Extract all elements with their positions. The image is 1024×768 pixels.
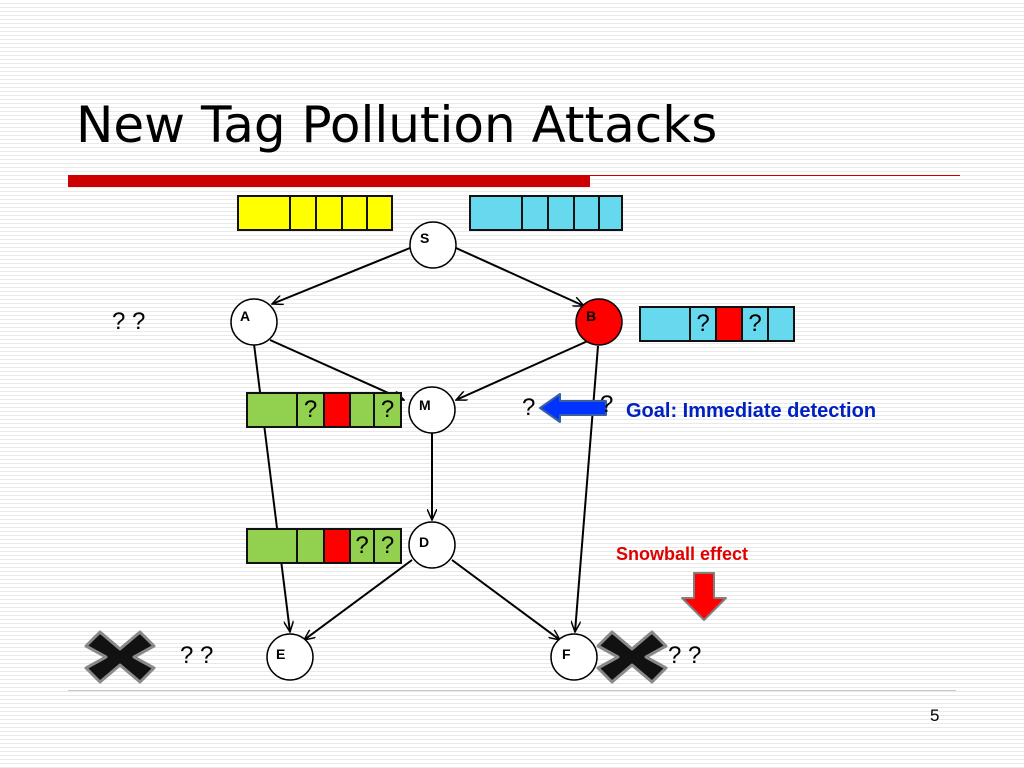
source-buffer-cyan [469, 195, 623, 231]
edge-d-e [304, 559, 413, 640]
slide-title: New Tag Pollution Attacks [76, 96, 718, 154]
node-b-buffer: ? ? [639, 306, 795, 342]
buffer-cell [291, 197, 317, 229]
node-m-unknown-right: ? [600, 391, 614, 418]
footer-divider [68, 690, 956, 691]
buffer-cell [471, 197, 523, 229]
buffer-cell-polluted [325, 394, 351, 426]
buffer-cell-polluted [717, 308, 743, 340]
buffer-cell [769, 308, 793, 340]
buffer-cell-question: ? [380, 396, 395, 423]
buffer-cell [575, 197, 600, 229]
edge-d-f [451, 559, 560, 640]
node-a [230, 298, 278, 346]
buffer-cell-question: ? [351, 530, 375, 562]
buffer-cell-question: ? [743, 308, 769, 340]
title-underline-thin [590, 175, 960, 176]
edge-group [253, 247, 599, 640]
node-d-buffer: ? ? [246, 528, 402, 564]
buffer-cell [343, 197, 368, 229]
buffer-cell [317, 197, 343, 229]
source-buffer-yellow [237, 195, 393, 231]
node-m-buffer: ? ? [246, 392, 402, 428]
page-number: 5 [930, 706, 940, 725]
buffer-cell [351, 394, 375, 426]
title-underline-thick [68, 175, 590, 187]
goal-annotation: Goal: Immediate detection [626, 400, 877, 422]
node-e [266, 633, 314, 681]
node-b [575, 298, 623, 346]
buffer-cell [368, 197, 391, 229]
buffer-cell [248, 530, 298, 562]
edge-b-m [456, 339, 591, 401]
node-label-a: A [240, 308, 251, 324]
buffer-cell [549, 197, 575, 229]
node-label-f: F [562, 646, 571, 662]
buffer-cell-question: ? [298, 394, 325, 426]
buffer-cell [298, 530, 325, 562]
buffer-cell [600, 197, 621, 229]
node-m-unknown-left: ? [522, 394, 536, 421]
down-arrow-icon [681, 572, 727, 621]
buffer-cell [239, 197, 291, 229]
node-m [408, 386, 456, 434]
edge-a-m [269, 339, 404, 401]
node-f [550, 633, 598, 681]
node-a-unknown: ? ? [112, 308, 146, 335]
buffer-cell [523, 197, 549, 229]
edge-s-b [455, 247, 584, 307]
node-label-d: D [419, 534, 430, 550]
buffer-cell [248, 394, 298, 426]
node-e-unknown: ? ? [180, 642, 214, 669]
node-d [408, 521, 456, 569]
buffer-cell-question: ? [691, 308, 717, 340]
edge-s-a [272, 247, 411, 304]
buffer-cell-question: ? [380, 532, 395, 559]
cross-icon [84, 630, 156, 684]
edge-b-f [575, 345, 599, 632]
node-f-unknown: ? ? [668, 642, 702, 669]
node-label-s: S [420, 230, 430, 246]
node-s [409, 221, 457, 269]
buffer-cell-polluted [325, 530, 351, 562]
node-label-b: B [586, 308, 597, 324]
left-arrow-icon [539, 393, 607, 423]
cross-icon [596, 630, 668, 684]
buffer-cell [641, 308, 691, 340]
node-label-e: E [276, 646, 286, 662]
snowball-annotation: Snowball effect [616, 544, 749, 564]
edge-a-e [253, 343, 290, 632]
node-label-m: M [419, 397, 431, 413]
